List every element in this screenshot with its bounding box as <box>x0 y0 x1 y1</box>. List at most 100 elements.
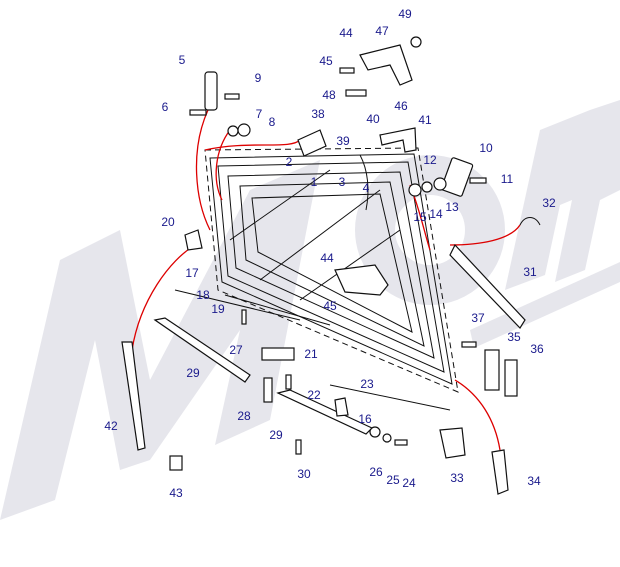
callout-27[interactable]: 27 <box>229 343 243 357</box>
callout-7[interactable]: 7 <box>256 107 263 121</box>
part-28 <box>263 377 273 403</box>
callout-23[interactable]: 23 <box>360 377 374 391</box>
callout-3[interactable]: 3 <box>339 175 346 189</box>
washer-part-7 <box>227 125 239 137</box>
callout-42[interactable]: 42 <box>104 419 118 433</box>
callout-10[interactable]: 10 <box>479 141 493 155</box>
bush-part-15 <box>408 183 422 197</box>
callout-48[interactable]: 48 <box>322 88 336 102</box>
callout-21[interactable]: 21 <box>304 347 318 361</box>
callout-29[interactable]: 29 <box>186 366 200 380</box>
callout-15[interactable]: 15 <box>413 210 427 224</box>
callout-26[interactable]: 26 <box>369 465 383 479</box>
callout-9[interactable]: 9 <box>255 71 262 85</box>
callout-34[interactable]: 34 <box>527 474 541 488</box>
callout-35[interactable]: 35 <box>507 330 521 344</box>
watermark-logo <box>0 100 620 520</box>
callout-14[interactable]: 14 <box>429 207 443 221</box>
window-glass-assembly <box>204 147 459 393</box>
callout-22[interactable]: 22 <box>307 388 321 402</box>
spindle-part-48 <box>345 89 367 97</box>
callout-28[interactable]: 28 <box>237 409 251 423</box>
callout-8[interactable]: 8 <box>269 115 276 129</box>
bolt-part-11 <box>469 177 487 184</box>
callout-37[interactable]: 37 <box>471 311 485 325</box>
callout-40[interactable]: 40 <box>366 112 380 126</box>
callout-24[interactable]: 24 <box>402 476 416 490</box>
nut-part-13 <box>433 177 447 191</box>
watermark-o-shape <box>355 155 505 305</box>
callout-11[interactable]: 11 <box>501 172 514 186</box>
part-26 <box>369 426 381 438</box>
actuator-part-16 <box>334 397 349 417</box>
washer-part-14 <box>421 181 433 193</box>
seal-lines <box>131 109 521 451</box>
plate-part-10 <box>440 157 474 197</box>
rod-part-18 <box>224 294 331 326</box>
lock-part-44 <box>334 264 389 296</box>
callout-39[interactable]: 39 <box>336 134 350 148</box>
callout-5[interactable]: 5 <box>179 53 186 67</box>
cap-part-49 <box>410 36 422 48</box>
bolt-part-6 <box>189 109 207 116</box>
callout-29[interactable]: 29 <box>269 428 283 442</box>
callout-46[interactable]: 46 <box>394 99 408 113</box>
bolt-part-24 <box>394 439 408 446</box>
callout-44[interactable]: 44 <box>320 251 334 265</box>
block-part-34 <box>491 449 509 495</box>
callout-47[interactable]: 47 <box>375 24 389 38</box>
callout-45[interactable]: 45 <box>319 54 333 68</box>
callout-38[interactable]: 38 <box>311 107 325 121</box>
callout-44[interactable]: 44 <box>339 26 353 40</box>
callout-17[interactable]: 17 <box>185 266 199 280</box>
callout-32[interactable]: 32 <box>542 196 556 210</box>
callout-49[interactable]: 49 <box>398 7 412 21</box>
rod-part-17 <box>174 289 301 321</box>
screw-part-30 <box>295 439 302 455</box>
callout-1[interactable]: 1 <box>311 175 318 189</box>
clip-part-32 <box>519 217 541 226</box>
block-part-38 <box>297 129 327 157</box>
callout-30[interactable]: 30 <box>297 467 311 481</box>
callout-43[interactable]: 43 <box>169 486 183 500</box>
plate-part-35 <box>484 349 500 391</box>
strut-part-31 <box>449 243 526 329</box>
callout-36[interactable]: 36 <box>530 342 544 356</box>
clip-part-43 <box>169 455 183 471</box>
callout-41[interactable]: 41 <box>418 113 432 127</box>
callout-19[interactable]: 19 <box>211 302 225 316</box>
callout-6[interactable]: 6 <box>162 100 169 114</box>
callout-18[interactable]: 18 <box>196 288 210 302</box>
bracket-part-27 <box>261 347 295 361</box>
callout-16[interactable]: 16 <box>358 412 372 426</box>
callout-4[interactable]: 4 <box>363 181 370 195</box>
bracket-part-44 <box>359 44 413 86</box>
watermark-m-shape <box>0 160 320 520</box>
bolt-part-45 <box>339 67 355 74</box>
clip-part-20 <box>184 229 203 251</box>
callout-33[interactable]: 33 <box>450 471 464 485</box>
screw-part-19 <box>241 309 247 325</box>
callout-2[interactable]: 2 <box>286 155 293 169</box>
washer-part-25 <box>382 433 392 443</box>
screw-part-22 <box>285 374 292 390</box>
callout-25[interactable]: 25 <box>386 473 400 487</box>
bracket-part-40 <box>379 127 417 153</box>
parts <box>121 36 541 495</box>
watermark-tagline-shape <box>470 262 620 348</box>
callout-45[interactable]: 45 <box>323 299 337 313</box>
channel-part-42 <box>121 341 146 451</box>
rod-part-23 <box>329 384 451 411</box>
pin-part-9 <box>224 93 240 100</box>
callout-20[interactable]: 20 <box>161 215 175 229</box>
channel-part-29a <box>153 317 251 383</box>
callout-31[interactable]: 31 <box>523 265 537 279</box>
callout-13[interactable]: 13 <box>445 200 459 214</box>
hinge-part-5 <box>204 71 218 111</box>
plate-part-36 <box>504 359 518 397</box>
bracket-part-33 <box>439 427 466 459</box>
callout-12[interactable]: 12 <box>423 153 437 167</box>
